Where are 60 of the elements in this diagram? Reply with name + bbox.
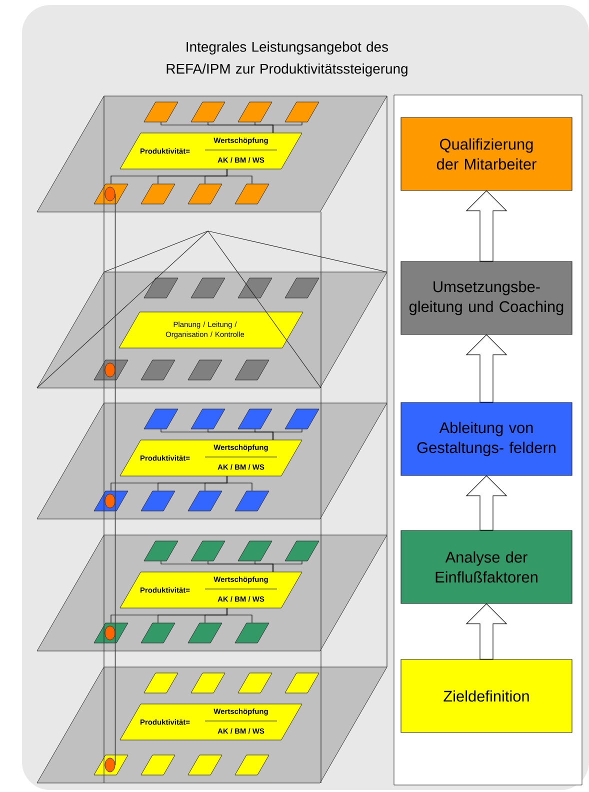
parallelogram-box: [190, 672, 226, 694]
parallelogram-box: [144, 278, 178, 298]
parallelogram-box: [140, 360, 176, 380]
connector-line: [226, 476, 252, 492]
connector-line: [114, 370, 116, 502]
parallelogram-box: [140, 754, 176, 776]
connector-line: [226, 168, 252, 184]
block-arrow: [466, 603, 508, 660]
connector-line: [272, 122, 302, 134]
circle-marker: [104, 626, 116, 640]
block-arrow: [466, 334, 508, 402]
process-box: Ableitung von Gestaltungs- feldern: [400, 402, 572, 476]
parallelogram-box: [190, 278, 226, 298]
parallelogram-box: [234, 490, 270, 512]
connector-line: [272, 560, 302, 572]
parallelogram-box: [238, 672, 272, 694]
parallelogram-box: [190, 102, 226, 122]
parallelogram-box: [140, 490, 176, 512]
block-arrow: [466, 190, 508, 262]
parallelogram-box: [284, 278, 320, 298]
parallelogram-box: [144, 672, 178, 694]
parallelogram-box: [188, 622, 222, 644]
parallelogram-box: [238, 278, 272, 298]
parallelogram-box: [188, 490, 222, 512]
process-box: Umsetzungsbe- gleitung und Coaching: [400, 261, 572, 335]
connector-line: [226, 608, 252, 624]
parallelogram-box: [234, 754, 270, 776]
parallelogram-box: [238, 408, 272, 430]
parallelogram-box: [284, 672, 320, 694]
circle-marker: [104, 186, 116, 202]
title: Integrales Leistungsangebot des REFA/IPM zur Produktivitätssteigerung: [166, 42, 408, 76]
circle-marker: [104, 362, 116, 378]
parallelogram-box: [284, 408, 320, 430]
parallelogram-box: [234, 622, 270, 644]
connector-line: [272, 428, 302, 440]
parallelogram-box: [140, 184, 176, 204]
parallelogram-box: [140, 622, 176, 644]
parallelogram-box: [188, 360, 222, 380]
parallelogram-box: [234, 360, 270, 380]
connector-line: [114, 194, 116, 370]
parallelogram-box: [144, 102, 178, 122]
parallelogram-box: [190, 540, 226, 562]
block-arrow: [466, 475, 508, 530]
process-box: Qualifizierung der Mitarbeiter: [400, 117, 572, 191]
parallelogram-box: [188, 184, 222, 204]
circle-marker: [104, 758, 116, 772]
parallelogram-box: [238, 102, 272, 122]
parallelogram-box: [234, 184, 270, 204]
process-box: Zieldefinition: [400, 659, 572, 733]
parallelogram-box: [284, 540, 320, 562]
parallelogram-box: [284, 102, 320, 122]
connector-line: [114, 632, 116, 766]
parallelogram-box: [188, 754, 222, 776]
connector-line: [114, 500, 116, 634]
parallelogram-box: [144, 540, 178, 562]
parallelogram-box: [144, 408, 178, 430]
parallelogram-box: [238, 540, 272, 562]
process-box: Analyse der Einflußfaktoren: [400, 530, 572, 604]
parallelogram-box: [190, 408, 226, 430]
circle-marker: [104, 494, 116, 508]
